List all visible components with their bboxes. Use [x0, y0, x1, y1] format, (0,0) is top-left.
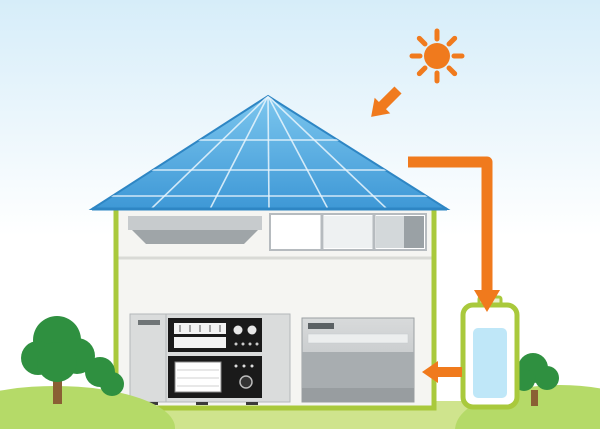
- tree-trunk: [531, 390, 538, 406]
- dishwasher: [301, 317, 415, 403]
- solar-panel-roof: [88, 94, 451, 211]
- cabinet-handle: [138, 320, 160, 325]
- house: [113, 205, 437, 411]
- oven-window: [174, 361, 222, 393]
- control-panel: [168, 318, 262, 352]
- sun-icon: [409, 28, 465, 84]
- battery-to-house-arrow: [422, 361, 462, 383]
- arrowhead-down: [474, 290, 500, 312]
- range-hood: [128, 216, 262, 244]
- knob: [247, 325, 257, 335]
- unit-foot: [246, 402, 258, 405]
- oven-knob: [239, 375, 253, 389]
- battery-charge-level: [473, 328, 507, 398]
- sun-rays: [409, 28, 465, 84]
- dishwasher-handle: [308, 323, 334, 329]
- storage-battery: [460, 295, 520, 410]
- tree-left-small: [85, 357, 124, 396]
- window-row: [269, 213, 427, 251]
- sun-core: [424, 43, 450, 69]
- tree-trunk: [53, 372, 62, 404]
- tree-left: [21, 316, 95, 404]
- roof-to-battery-arrow: [408, 156, 500, 312]
- bush-left: [0, 386, 175, 429]
- knob: [233, 325, 243, 335]
- unit-foot: [196, 402, 208, 405]
- microwave-oven: [168, 356, 262, 398]
- display-screen: [174, 337, 226, 348]
- kitchen-unit: [129, 313, 291, 405]
- sun-to-roof-arrow: [371, 86, 402, 117]
